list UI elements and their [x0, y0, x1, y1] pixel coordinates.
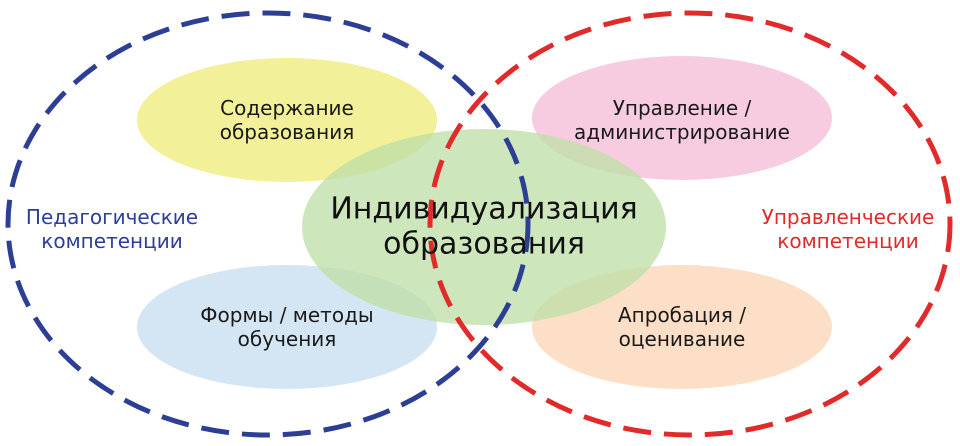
content-ellipse — [137, 58, 437, 182]
management-label: Управление / администрирование — [574, 96, 790, 144]
center-label: Индивидуализация образования — [330, 191, 638, 261]
managerial-circle — [427, 10, 953, 438]
pedagogical-label: Педагогические компетенции — [25, 205, 199, 253]
forms-label: Формы / методы обучения — [200, 303, 374, 351]
pedagogical-circle — [5, 10, 531, 438]
approbation-label: Апробация / оценивание — [617, 303, 747, 351]
content-label: Содержание образования — [219, 96, 355, 144]
managerial-label: Управленческие компетенции — [761, 205, 935, 253]
management-ellipse — [532, 56, 832, 180]
center-ellipse — [302, 129, 666, 325]
